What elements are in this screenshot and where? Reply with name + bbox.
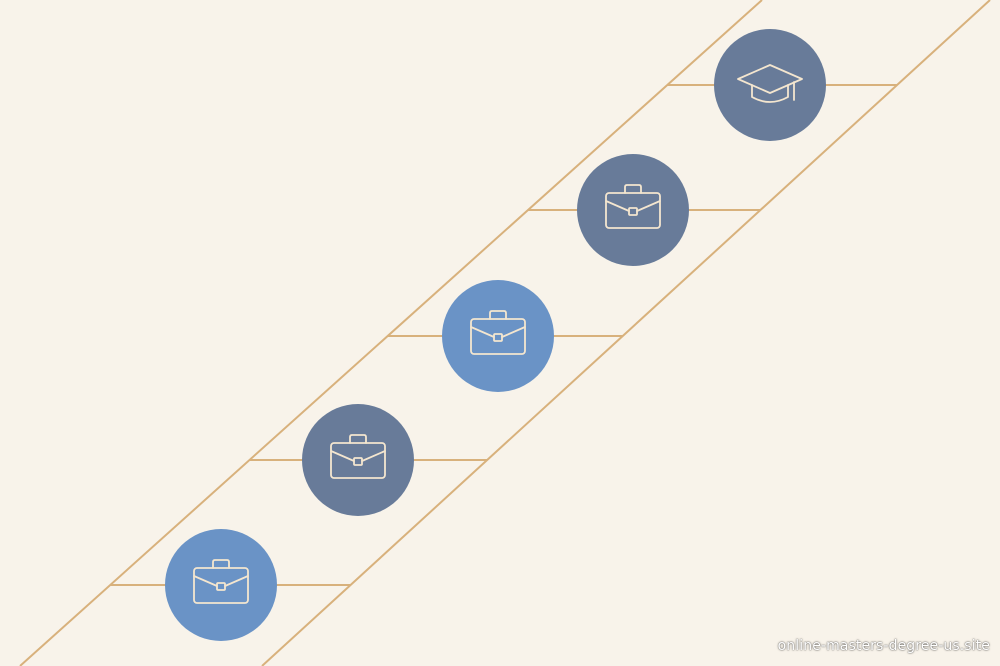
step-circle <box>302 404 414 516</box>
ladder-step-5 <box>714 29 826 141</box>
ladder-step-4 <box>577 154 689 266</box>
ladder-step-3 <box>442 280 554 392</box>
ladder-step-1 <box>165 529 277 641</box>
ladder-steps <box>165 29 826 641</box>
graduation-cap-icon <box>737 64 803 103</box>
ladder-left-rail <box>19 0 763 666</box>
briefcase-icon <box>330 434 386 479</box>
step-circle <box>165 529 277 641</box>
briefcase-icon <box>470 310 526 355</box>
watermark: online-masters-degree-us.site <box>777 638 990 654</box>
ladder-step-2 <box>302 404 414 516</box>
step-circle <box>442 280 554 392</box>
briefcase-icon <box>193 559 249 604</box>
ladder-right-rail <box>261 0 991 666</box>
step-circle <box>577 154 689 266</box>
step-circle <box>714 29 826 141</box>
briefcase-icon <box>605 184 661 229</box>
